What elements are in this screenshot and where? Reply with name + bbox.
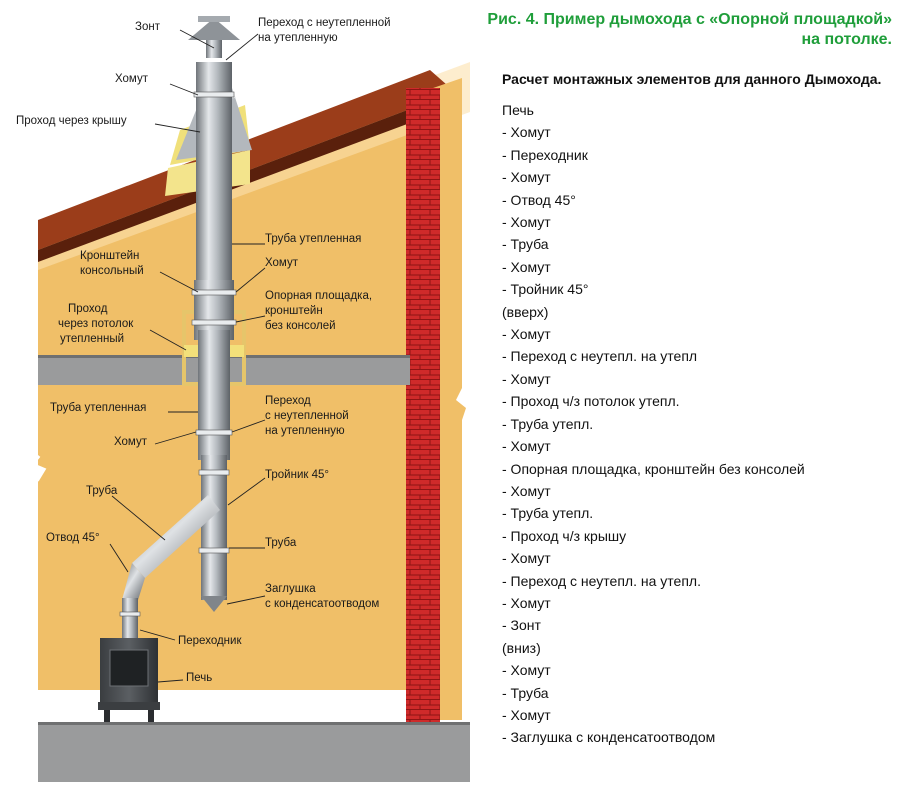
label-perekhodnik: Переходник (178, 635, 242, 647)
list-item: - Хомут (502, 662, 551, 679)
list-item: Печь (502, 102, 534, 118)
list-item: - Переход с неутепл. на утепл (502, 348, 698, 365)
label-zont: Зонт (135, 21, 161, 33)
list-item: - Труба (502, 236, 549, 253)
list-item: - Проход ч/з крышу (502, 527, 627, 544)
label-perekhod-mid-1: Переход (265, 395, 311, 407)
list-item: - Хомут (502, 326, 551, 343)
label-opornaya-1: Опорная площадка, (265, 290, 372, 302)
list-item: - Хомут (502, 594, 551, 611)
list-item: - Заглушка с конденсатоотводом (502, 729, 716, 746)
chimney-diagram: Зонт Переход с неутепленной на утепленну… (16, 16, 470, 782)
section-break (25, 453, 47, 482)
label-zaglushka-2: с конденсатоотводом (265, 598, 379, 610)
label-pech: Печь (186, 672, 212, 684)
list-item: - Хомут (502, 169, 551, 186)
label-prokhod-potolok-3: утепленный (60, 333, 124, 345)
parts-list: Печь - Хомут - Переходник - Хомут - Отво… (502, 99, 892, 749)
list-item: - Труба утепл. (502, 415, 594, 432)
list-item: - Труба утепл. (502, 505, 594, 522)
list-item: - Зонт (502, 617, 541, 634)
label-kronshtein-2: консольный (80, 265, 144, 277)
label-khomut-mid: Хомут (265, 257, 299, 269)
label-truba-uteplennaya-upper: Труба утепленная (265, 233, 361, 245)
list-item: - Проход ч/з потолок утепл. (502, 393, 680, 410)
list-item: - Хомут (502, 370, 551, 387)
chimney-pipe (188, 16, 240, 612)
list-item: - Хомут (502, 482, 551, 499)
list-item: - Хомут (502, 550, 551, 567)
list-item: - Переходник (502, 146, 588, 163)
label-prokhod-potolok-1: Проход (68, 303, 108, 315)
calculation-heading: Расчет монтажных элементов для данного Д… (502, 71, 882, 87)
stove-connector (119, 495, 220, 638)
list-item: (вниз) (502, 639, 541, 656)
list-item: - Хомут (502, 258, 551, 275)
label-opornaya-3: без консолей (265, 320, 336, 332)
label-otvod: Отвод 45° (46, 532, 100, 544)
list-item: - Хомут (502, 214, 551, 231)
list-item: (вверх) (502, 303, 549, 320)
label-truba-uteplennaya-lower: Труба утепленная (50, 402, 146, 414)
diagram-labels: Зонт Переход с неутепленной на утепленну… (16, 17, 391, 684)
label-perekhod-top-1: Переход с неутепленной (258, 17, 391, 29)
figure-title: Рис. 4. Пример дымохода с «Опорной площа… (487, 11, 892, 48)
label-khomut-top: Хомут (115, 73, 149, 85)
list-item: - Переход с неутепл. на утепл. (502, 572, 701, 589)
label-truba-right: Труба (265, 537, 297, 549)
floor-slab (38, 722, 470, 782)
label-khomut-low: Хомут (114, 436, 148, 448)
label-prokhod-potolok-2: через потолок (58, 318, 134, 330)
list-item: - Опорная площадка, кронштейн без консол… (502, 460, 805, 477)
list-item: - Тройник 45° (502, 281, 589, 298)
label-prokhod-krysha: Проход через крышу (16, 115, 127, 127)
stove (98, 638, 160, 722)
label-troinik: Тройник 45° (265, 469, 329, 481)
leader-lines (109, 29, 266, 683)
label-zaglushka-1: Заглушка (265, 583, 316, 595)
list-item: - Труба (502, 684, 549, 701)
list-item: - Хомут (502, 438, 551, 455)
label-truba-left: Труба (86, 485, 118, 497)
list-item: - Отвод 45° (502, 191, 576, 208)
label-opornaya-2: кронштейн (265, 305, 323, 317)
label-perekhod-mid-3: на утепленную (265, 425, 345, 437)
label-perekhod-top-2: на утепленную (258, 32, 338, 44)
brick-chimney-wall (406, 88, 440, 724)
label-kronshtein-1: Кронштейн (80, 250, 139, 262)
list-item: - Хомут (502, 124, 551, 141)
outer-wall (406, 78, 466, 724)
list-item: - Хомут (502, 706, 551, 723)
parts-panel: Рис. 4. Пример дымохода с «Опорной площа… (480, 10, 892, 749)
label-perekhod-mid-2: с неутепленной (265, 410, 349, 422)
